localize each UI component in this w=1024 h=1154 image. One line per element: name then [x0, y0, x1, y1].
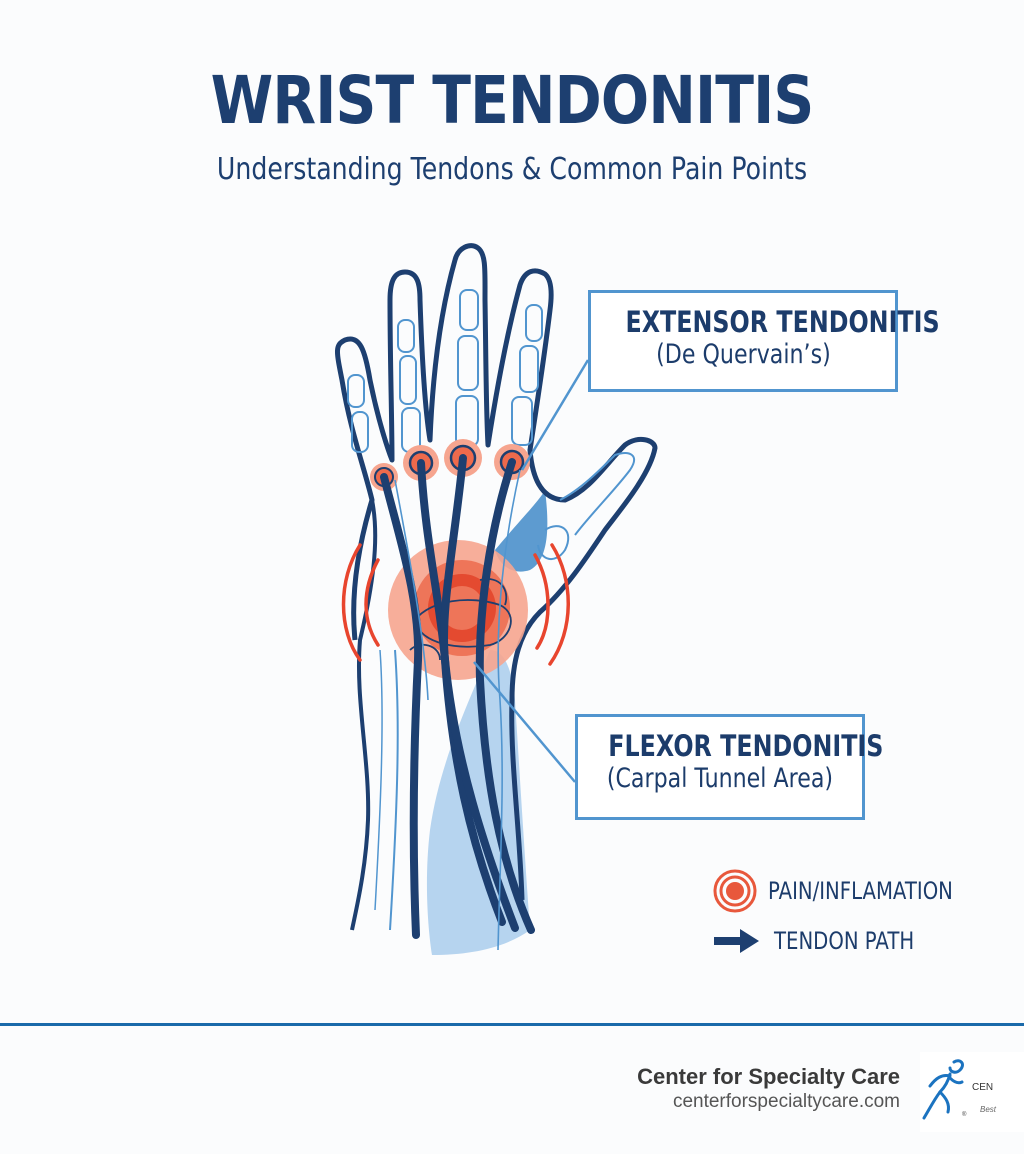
brand-block: Center for Specialty Care centerforspeci… — [637, 1064, 900, 1113]
thumb-tendon-sheath — [495, 490, 548, 572]
flexor-tendonitis-callout: FLEXOR TENDONITIS (Carpal Tunnel Area) — [575, 714, 883, 820]
forearm-muscle-shading — [426, 650, 530, 955]
extensor-leader-line — [520, 359, 590, 471]
pain-vibration-arcs — [341, 543, 570, 666]
finger-bones — [347, 289, 635, 560]
extensor-tendonitis-callout: EXTENSOR TENDONITIS (De Quervain’s) — [588, 290, 940, 392]
legend-item-pain: PAIN/INFLAMATION — [712, 868, 994, 914]
legend-label-pain: PAIN/INFLAMATION — [768, 877, 953, 905]
flexor-leader-line — [473, 661, 576, 783]
svg-text:®: ® — [962, 1111, 967, 1118]
legend-label-tendon: TENDON PATH — [774, 927, 915, 955]
footer-divider — [0, 1023, 1024, 1026]
extensor-detail: (De Quervain’s) — [655, 339, 831, 370]
tendon-paths — [380, 454, 535, 939]
flexor-heading: FLEXOR TENDONITIS — [608, 729, 884, 763]
target-icon — [713, 869, 757, 913]
extensor-heading: EXTENSOR TENDONITIS — [625, 305, 940, 339]
brand-name: Center for Specialty Care — [637, 1064, 900, 1089]
hand-wrist-illustration — [335, 243, 658, 955]
hand-outline — [335, 243, 658, 901]
page-subtitle: Understanding Tendons & Common Pain Poin… — [216, 152, 808, 187]
arrow-right-icon — [714, 929, 759, 953]
brand-url[interactable]: centerforspecialtycare.com — [672, 1091, 900, 1112]
page-title: WRIST TENDONITIS — [210, 62, 815, 139]
logo-abbreviation: CEN — [972, 1082, 994, 1093]
legend-item-tendon: TENDON PATH — [712, 926, 945, 956]
logo-tagline: Best — [980, 1105, 997, 1114]
runner-icon: ® — [922, 1059, 967, 1120]
brand-logo: ® CEN Best — [920, 1052, 1024, 1132]
flexor-detail: (Carpal Tunnel Area) — [606, 763, 834, 794]
